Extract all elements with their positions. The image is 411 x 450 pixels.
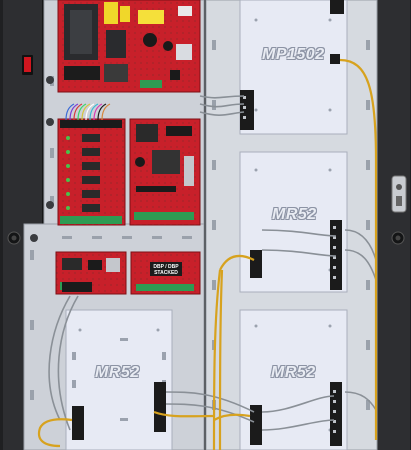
panel-label-mp1502: MP1502 [262,46,325,63]
panel-label-mr52-bottom-left: MR52 [95,364,140,381]
ribbon-cable [65,103,111,121]
dbp-tag-plate [150,262,182,276]
dbp-board[interactable] [130,251,201,295]
door-latch-icon[interactable] [391,175,407,213]
power-switch-rocker[interactable] [24,57,31,72]
panel-label-mr52-bottom-right: MR52 [271,364,316,381]
controller-panel-mp1502[interactable] [239,0,348,135]
dbp-tag-line1: DBP / DBP [153,264,179,270]
power-supply-board[interactable] [57,0,201,93]
yellow-wires [37,58,378,450]
controller-board[interactable] [129,118,201,226]
relay-board[interactable] [57,118,126,226]
dbp-tag-line2: STACKED [154,270,178,276]
panel-label-mr52-middle: MR52 [272,206,317,223]
screw-icon [30,76,54,242]
cabinet-side-right [376,0,410,450]
gray-wires [48,95,377,431]
controller-panel-mr52-middle[interactable] [239,151,348,293]
